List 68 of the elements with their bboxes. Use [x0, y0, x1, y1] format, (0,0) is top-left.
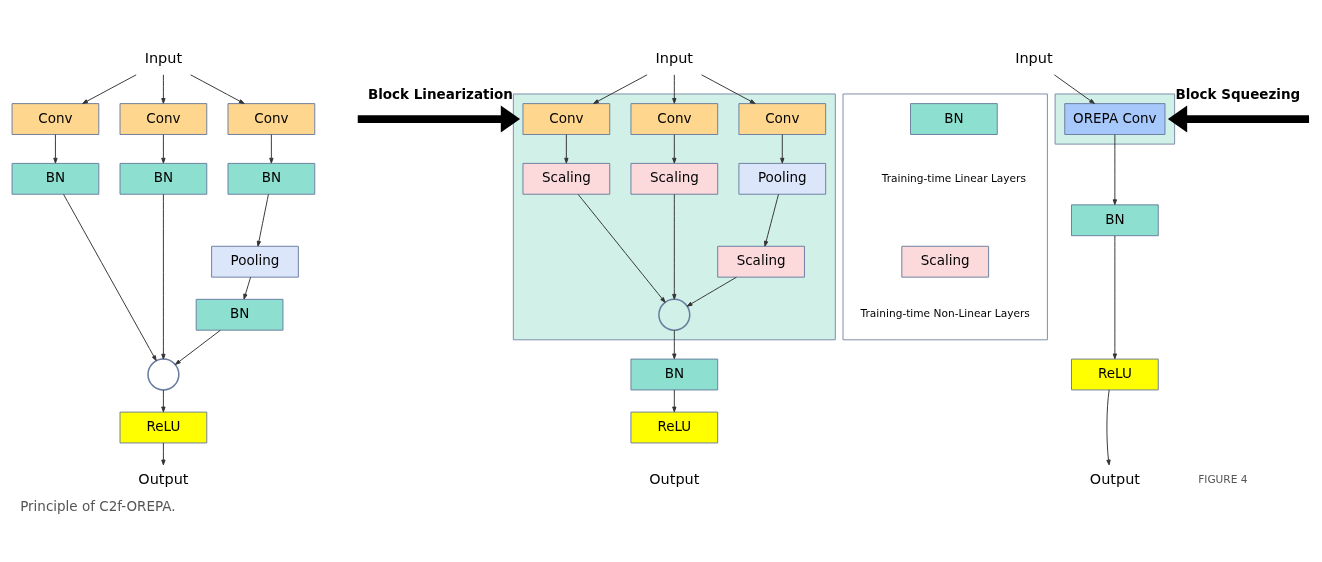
edge-label: Block Squeezing — [1175, 86, 1301, 102]
arrow — [82, 74, 137, 104]
node-box: BN — [227, 162, 316, 195]
arrow — [672, 74, 677, 104]
node-box: BN — [195, 298, 284, 331]
cluster — [512, 93, 836, 341]
arrow — [1167, 105, 1310, 133]
node-text: Output — [1089, 470, 1140, 487]
arrow — [161, 442, 166, 466]
arrow — [161, 134, 166, 164]
node-text: Input — [655, 49, 694, 66]
arrow — [564, 134, 569, 164]
node-box: Conv — [119, 103, 208, 135]
node-box: Conv — [227, 103, 316, 135]
arrow — [672, 329, 677, 360]
node-box: BN — [11, 162, 100, 195]
node-box: BN — [630, 358, 719, 391]
arrow — [161, 389, 166, 413]
edge-label: Block Linearization — [367, 86, 513, 102]
arrow — [686, 276, 737, 307]
node-box: Scaling — [522, 162, 611, 195]
node-box: Scaling — [901, 245, 990, 278]
arrow — [1053, 74, 1095, 104]
arrow — [161, 193, 166, 360]
arrow — [780, 134, 785, 164]
label: FIGURE 4 — [1198, 473, 1248, 486]
node-box: Conv — [11, 103, 100, 135]
cluster — [842, 93, 1048, 341]
arrow — [701, 74, 756, 104]
node-text: Output — [138, 470, 189, 487]
arrow — [1112, 235, 1118, 360]
arrow — [1106, 389, 1111, 466]
arrow — [63, 193, 157, 362]
node-box: ReLU — [630, 411, 719, 444]
arrow — [190, 74, 245, 104]
node-box: Pooling — [738, 162, 827, 195]
node-box: OREPA Conv — [1064, 103, 1166, 135]
node-box: Scaling — [717, 245, 805, 278]
node-label: Training-time Linear Layers — [881, 171, 1027, 184]
node-box: ReLU — [119, 411, 208, 444]
caption: Principle of C2f-OREPA. — [20, 497, 176, 514]
arrow — [256, 193, 269, 247]
arrow — [269, 134, 274, 164]
arrow — [161, 74, 166, 104]
arrow — [53, 134, 58, 164]
node-box: Conv — [738, 103, 827, 135]
node-text: Input — [1015, 49, 1053, 66]
node-box: BN — [910, 103, 998, 135]
node-box: ReLU — [1071, 358, 1159, 391]
arrow — [1112, 134, 1118, 206]
arrow — [577, 193, 666, 303]
arrow — [672, 193, 677, 300]
node-label: Training-time Non-Linear Layers — [860, 307, 1030, 320]
arrow — [672, 389, 677, 413]
node-text: Input — [144, 49, 183, 66]
node-box: BN — [1071, 204, 1159, 237]
node-text: Output — [649, 470, 700, 487]
node-box: BN — [119, 162, 208, 195]
node-box: Conv — [630, 103, 719, 135]
arrow — [764, 193, 779, 247]
arrow — [593, 74, 648, 104]
arrow — [175, 329, 221, 365]
node-box: Scaling — [630, 162, 719, 195]
node-box: Conv — [522, 103, 611, 135]
arrow — [672, 134, 677, 164]
node-box: Pooling — [211, 245, 299, 278]
cluster — [1054, 93, 1176, 145]
arrow — [243, 276, 252, 300]
